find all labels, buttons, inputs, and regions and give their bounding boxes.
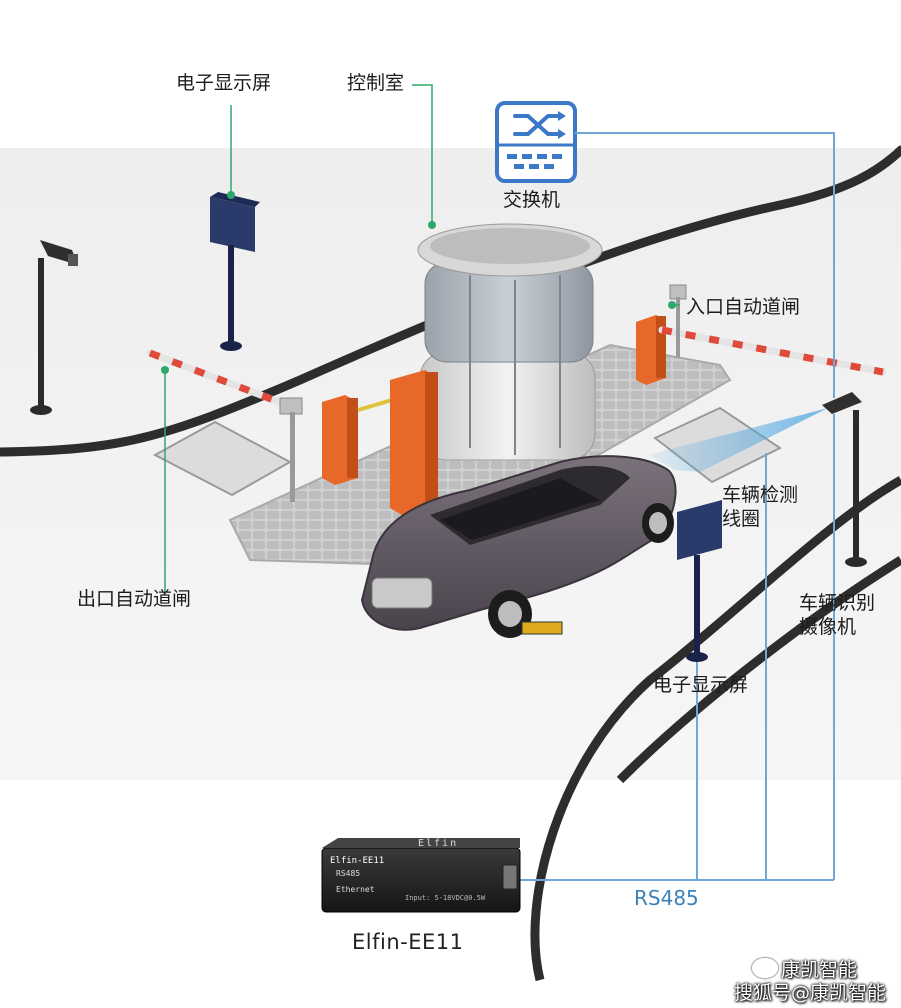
- elfin-ee11-device: [321, 838, 521, 913]
- camera-beam: [648, 408, 828, 472]
- label-device-model: Elfin-EE11: [352, 930, 464, 954]
- watermark-account: 康凯智能: [781, 959, 858, 981]
- device-port-rs485: RS485: [336, 869, 361, 878]
- leader-dot-gate: [668, 301, 676, 309]
- label-display-bottom: 电子显示屏: [653, 674, 749, 696]
- camera-right: [822, 392, 867, 567]
- label-camera-1: 车辆识别: [799, 592, 876, 614]
- label-switch: 交换机: [503, 189, 561, 211]
- leader-dot-exit: [161, 366, 169, 374]
- watermark-source: 搜狐号@康凯智能: [734, 982, 887, 1004]
- camera-left: [30, 240, 78, 415]
- road-curb-lower: [530, 476, 901, 982]
- label-camera-2: 摄像机: [799, 616, 857, 638]
- device-input: Input: 5-18VDC@0.5W: [405, 894, 486, 902]
- label-rs485: RS485: [634, 886, 699, 910]
- leader-dot-booth: [428, 221, 436, 229]
- label-entrance-gate: 入口自动道闸: [686, 296, 801, 318]
- leader-dot-display: [227, 191, 235, 199]
- wechat-icon: [752, 958, 778, 978]
- device-brand: Elfin: [418, 838, 459, 849]
- rs485-wiring: [520, 132, 835, 881]
- label-detector-loop-2: 线圈: [722, 508, 761, 530]
- road-curb-right: [616, 556, 901, 784]
- entrance-barrier: [636, 284, 887, 385]
- control-booth: [417, 223, 603, 461]
- exit-barrier: [146, 349, 438, 515]
- device-model-print: Elfin-EE11: [330, 856, 385, 866]
- label-control-room: 控制室: [347, 72, 405, 94]
- car: [360, 455, 677, 638]
- device-port-ethernet: Ethernet: [336, 885, 375, 894]
- network-switch-icon: [495, 101, 577, 183]
- label-exit-gate: 出口自动道闸: [77, 588, 192, 610]
- display-screen-top: [210, 192, 260, 351]
- label-detector-loop-1: 车辆检测: [722, 484, 799, 506]
- label-display-top: 电子显示屏: [176, 72, 272, 94]
- display-screen-bottom: [677, 500, 722, 662]
